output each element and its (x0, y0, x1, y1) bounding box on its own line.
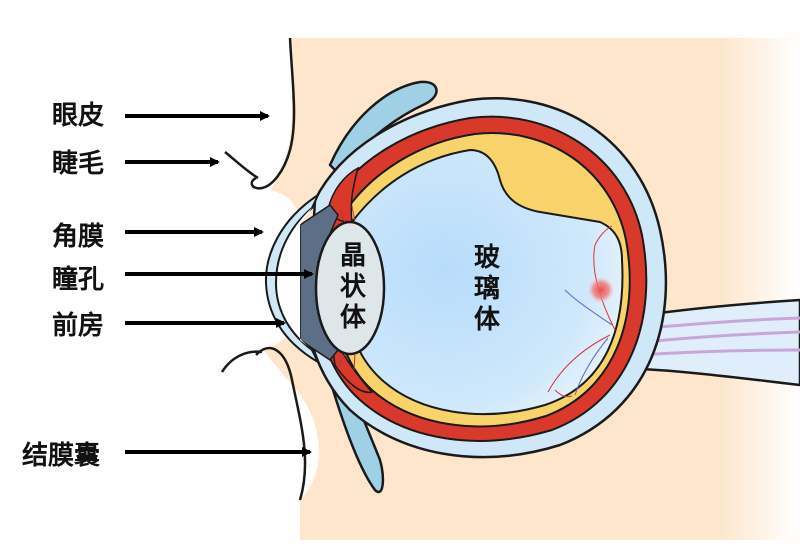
lower-eyelash (220, 350, 263, 373)
retinal-vessels (547, 225, 616, 398)
lens (314, 220, 386, 356)
label-eyelash: 睫毛 (52, 149, 104, 179)
lens-label: 晶 状 体 (340, 241, 367, 333)
anterior-chamber (278, 208, 312, 350)
lens-char-1: 晶 (340, 241, 366, 271)
vitreous-char-1: 玻 (474, 243, 501, 273)
vitreous-label: 玻 璃 体 (474, 243, 501, 335)
lens-char-3: 体 (340, 303, 367, 333)
label-eyelid: 眼皮 (52, 101, 104, 131)
macula (588, 277, 614, 303)
pointer-arrows (125, 111, 314, 457)
zonule-fibers (337, 205, 356, 371)
label-conjunctival-sac: 结膜囊 (22, 441, 100, 471)
label-pupil: 瞳孔 (52, 264, 104, 295)
lower-eyelid (255, 346, 307, 501)
vitreous-char-2: 璃 (474, 273, 500, 304)
ciliary-body-upper (327, 166, 360, 223)
vitreous-char-3: 体 (474, 305, 501, 335)
upper-eyelash (224, 151, 259, 180)
label-anterior-chamber: 前房 (52, 310, 104, 341)
label-cornea: 角膜 (52, 221, 104, 252)
upper-eyelid (250, 37, 296, 190)
vitreous-body (348, 148, 624, 415)
lens-char-2: 状 (340, 272, 367, 302)
